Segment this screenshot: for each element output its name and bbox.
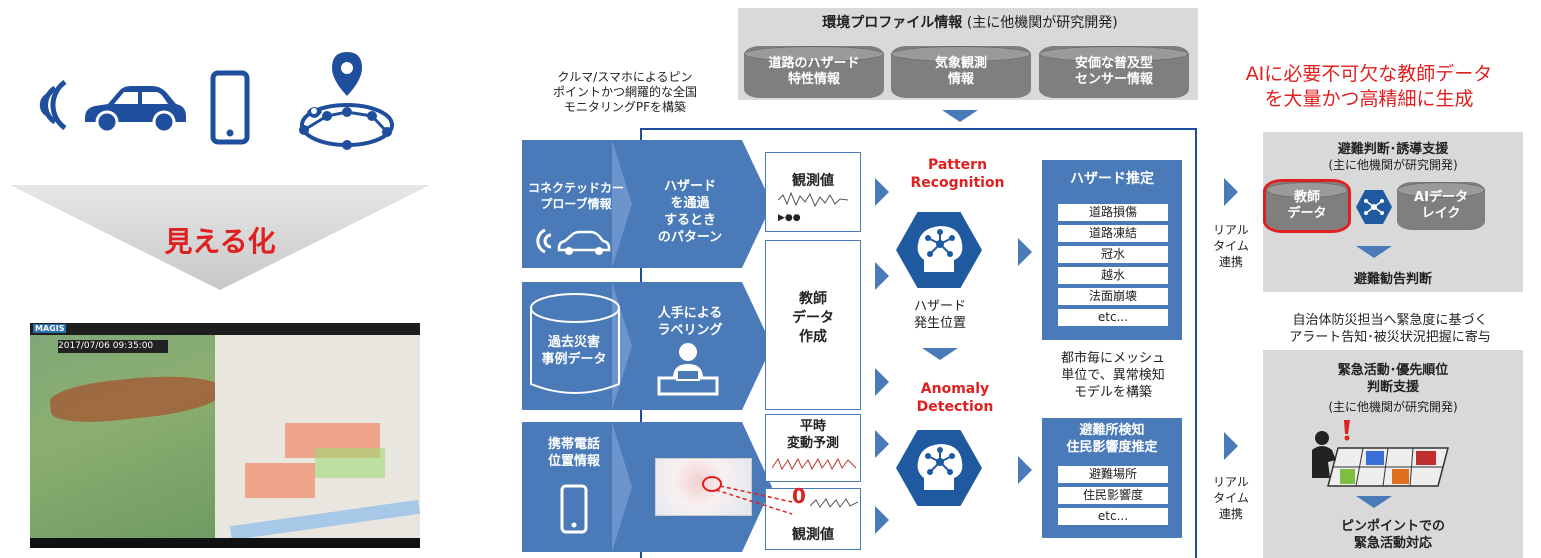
ai-brain-icon	[917, 226, 963, 272]
env-cylinder-road: 道路のハザード 特性情報	[744, 46, 884, 98]
emergency-note: (主に他機関が研究開発)	[1328, 400, 1458, 414]
ai-note: AIに必要不可欠な教師データ を大量かつ高精細に生成	[1245, 63, 1493, 110]
mobile-forecast-label: 平時 変動予測	[786, 419, 839, 451]
realtime-arrow-top	[1224, 178, 1238, 206]
env-cylinder-weather: 気象観測 情報	[891, 46, 1031, 98]
arrow-forecast-ai	[875, 430, 889, 458]
smartphone-icon	[210, 70, 250, 145]
mobile-phone-icon	[560, 484, 588, 534]
red-dashed-link	[702, 476, 793, 515]
hazard-map-screenshot: MAGIS 2017/07/06 09:35:00	[30, 323, 420, 548]
person-at-desk-icon	[657, 343, 719, 396]
probe-output-box	[765, 152, 861, 232]
map-logo: MAGIS	[33, 324, 67, 333]
car-icon	[85, 86, 186, 134]
arrow-observed-ai	[875, 506, 889, 534]
mobile-source-label: 携帯電話 位置情報	[547, 437, 600, 469]
car-signal-icon	[536, 228, 611, 255]
env-down-arrow	[942, 110, 978, 122]
evacuation-title: 避難判断･誘導支援	[1337, 142, 1449, 157]
shelter-item: etc...	[1058, 508, 1168, 525]
ai-data-lake-cylinder: AIデータ レイク	[1397, 182, 1485, 230]
signal-waves-icon	[39, 80, 67, 130]
arrow-ai-hazard	[1018, 238, 1032, 266]
env-cylinder-sensor: 安価な普及型 センサー情報	[1039, 46, 1189, 98]
observed-waveform	[810, 498, 858, 508]
map-datetime: 2017/07/06 09:35:00	[58, 340, 168, 353]
env-title: 環境プロファイル情報 (主に他機関が研究開発)	[760, 12, 1180, 34]
hazard-estimation-list: 道路損傷 道路凍結 冠水 越水 法面崩壊 etc...	[1058, 204, 1168, 330]
past-source-label: 過去災害 事例データ	[541, 335, 607, 367]
hazard-item: 法面崩壊	[1058, 288, 1168, 305]
teacher-data-box	[765, 240, 861, 410]
arrow-ai-shelter	[1018, 456, 1032, 484]
evacuation-down-arrow	[1356, 246, 1392, 258]
env-title-note: (主に他機関が研究開発)	[966, 15, 1118, 31]
probe-source-label: コネクテッドカー プローブ情報	[527, 181, 624, 211]
env-title-main: 環境プロファイル情報	[822, 15, 963, 31]
ai-brain-icon-2	[917, 444, 963, 490]
probe-symbols: ▶●●	[778, 213, 801, 223]
anomaly-detection-label: Anomaly Detection	[916, 381, 994, 415]
probe-process-label: ハザード を通過 するとき のパターン	[657, 179, 723, 245]
hazard-estimation-title: ハザード推定	[1070, 171, 1154, 187]
zero-marker: 0	[792, 484, 806, 508]
pattern-down-arrow	[922, 348, 958, 360]
arrow-probe-ai	[875, 178, 889, 206]
hazard-item: 道路凍結	[1058, 225, 1168, 242]
mobile-observed-label: 観測値	[792, 527, 834, 543]
probe-waveform	[778, 191, 848, 208]
mobile-forecast-box	[765, 414, 861, 482]
teacher-data-cylinder: 教師 データ	[1263, 179, 1351, 233]
evacuation-result: 避難勧告判断	[1353, 272, 1432, 287]
hazard-item: 冠水	[1058, 246, 1168, 263]
mesh-note: 都市毎にメッシュ 単位で、異常検知 モデルを構築	[1060, 351, 1165, 400]
hazard-item: 道路損傷	[1058, 204, 1168, 221]
left-icon-row	[20, 50, 410, 160]
visualize-label: 見える化	[164, 225, 276, 258]
monitoring-note: クルマ/スマホによるピン ポイントかつ網羅的な全国 モニタリングPFを構築	[552, 70, 697, 114]
shelter-item: 住民影響度	[1058, 487, 1168, 504]
forecast-waveform	[772, 457, 856, 471]
evacuation-note: (主に他機関が研究開発)	[1328, 158, 1458, 172]
shelter-item: 避難場所	[1058, 466, 1168, 483]
emergency-result: ピンポイントでの 緊急活動対応	[1340, 519, 1445, 551]
teacher-data-label: 教師 データ 作成	[792, 291, 834, 345]
probe-output-label: 観測値	[792, 173, 834, 189]
shelter-estimation-list: 避難場所 住民影響度 etc...	[1058, 466, 1168, 529]
mobile-observed-box	[765, 488, 861, 550]
shelter-estimation-title: 避難所検知 住民影響度推定	[1066, 423, 1158, 455]
realtime-arrow-bottom	[1224, 432, 1238, 460]
probe-chevron	[612, 140, 772, 268]
route-pin-icon	[299, 52, 394, 150]
arrow-teacher-ai-2	[875, 368, 889, 396]
hazard-location-label: ハザード 発生位置	[913, 299, 966, 331]
realtime-link-bottom: リアル タイム 連携	[1213, 475, 1249, 521]
hazard-item: 越水	[1058, 267, 1168, 284]
past-process-label: 人手による ラベリング	[657, 306, 723, 338]
database-cylinder-icon	[530, 293, 620, 394]
emergency-down-arrow	[1356, 496, 1392, 508]
network-icon	[1364, 199, 1384, 215]
realtime-link-top: リアル タイム 連携	[1213, 223, 1249, 269]
pattern-recognition-label: Pattern Recognition	[910, 157, 1005, 191]
arrow-teacher-ai	[875, 262, 889, 290]
hazard-item: etc...	[1058, 309, 1168, 326]
visualize-arrow	[10, 185, 430, 290]
municipal-note: 自治体防災担当へ緊急度に基づく アラート告知･被災状況把握に寄与	[1289, 313, 1491, 345]
decision-map-icon	[1312, 420, 1449, 487]
emergency-title: 緊急活動･優先順位 判断支援	[1337, 363, 1449, 395]
